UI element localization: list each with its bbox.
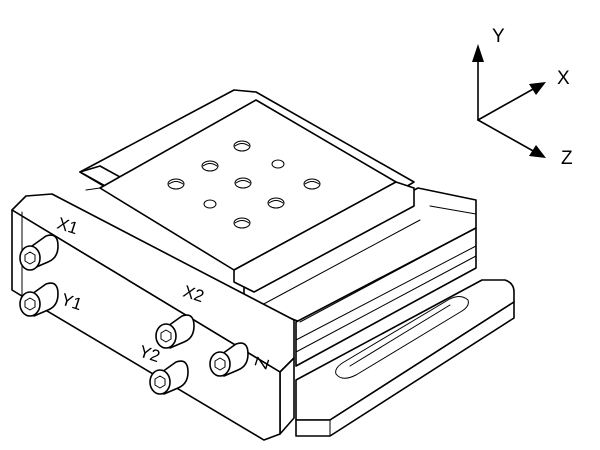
screw-y2 [149,360,189,395]
x-axis-arrow-icon [529,82,546,95]
hole [233,140,251,152]
hole [167,178,185,190]
screw-x1 [19,234,59,271]
top-stage [79,89,421,307]
hole [271,159,285,169]
adjustment-slot-inner [349,304,451,367]
screw-head [209,351,231,377]
front-plate-face [11,209,281,441]
front-plate-side [279,357,295,435]
carriage-groove [295,245,477,341]
x-axis-line [477,87,536,121]
y-axis-label: Y [492,26,505,47]
screw-head [155,323,177,349]
stage-lower-edge [253,205,415,293]
stage-lower-edge-2 [259,219,421,307]
hole [234,177,252,189]
screw-head [149,369,171,395]
hole [233,217,251,229]
base-plate [295,279,515,437]
x-axis-label: X [557,68,570,89]
hole [303,178,321,190]
adjustment-screws [19,234,249,395]
hole [267,197,285,209]
mounting-holes [167,140,321,229]
z-axis-line [477,119,536,153]
hex-socket-icon [214,357,226,371]
hex-socket-icon [24,297,36,311]
screw-y1 [19,282,59,317]
axis-triad: Y X Z [472,26,573,169]
front-plate [11,193,295,441]
hole [201,160,219,172]
y-axis-arrow-icon [472,44,484,62]
carriage-side [295,227,477,367]
stage-back-edge [85,187,101,191]
screw-head [19,245,41,271]
hex-socket-icon [24,251,36,265]
z-axis-arrow-icon [529,145,546,158]
adjustment-slot [335,296,469,379]
carriage-groove-2 [295,255,477,353]
hex-socket-icon [154,375,166,389]
screw-head [19,291,41,317]
z-axis-label: Z [561,148,573,169]
hex-socket-icon [160,329,172,343]
hole [203,199,217,209]
carriage-edge [299,227,477,323]
screw-z [209,342,249,377]
carriage-chamfer [429,205,477,215]
screw-x2 [155,314,195,349]
